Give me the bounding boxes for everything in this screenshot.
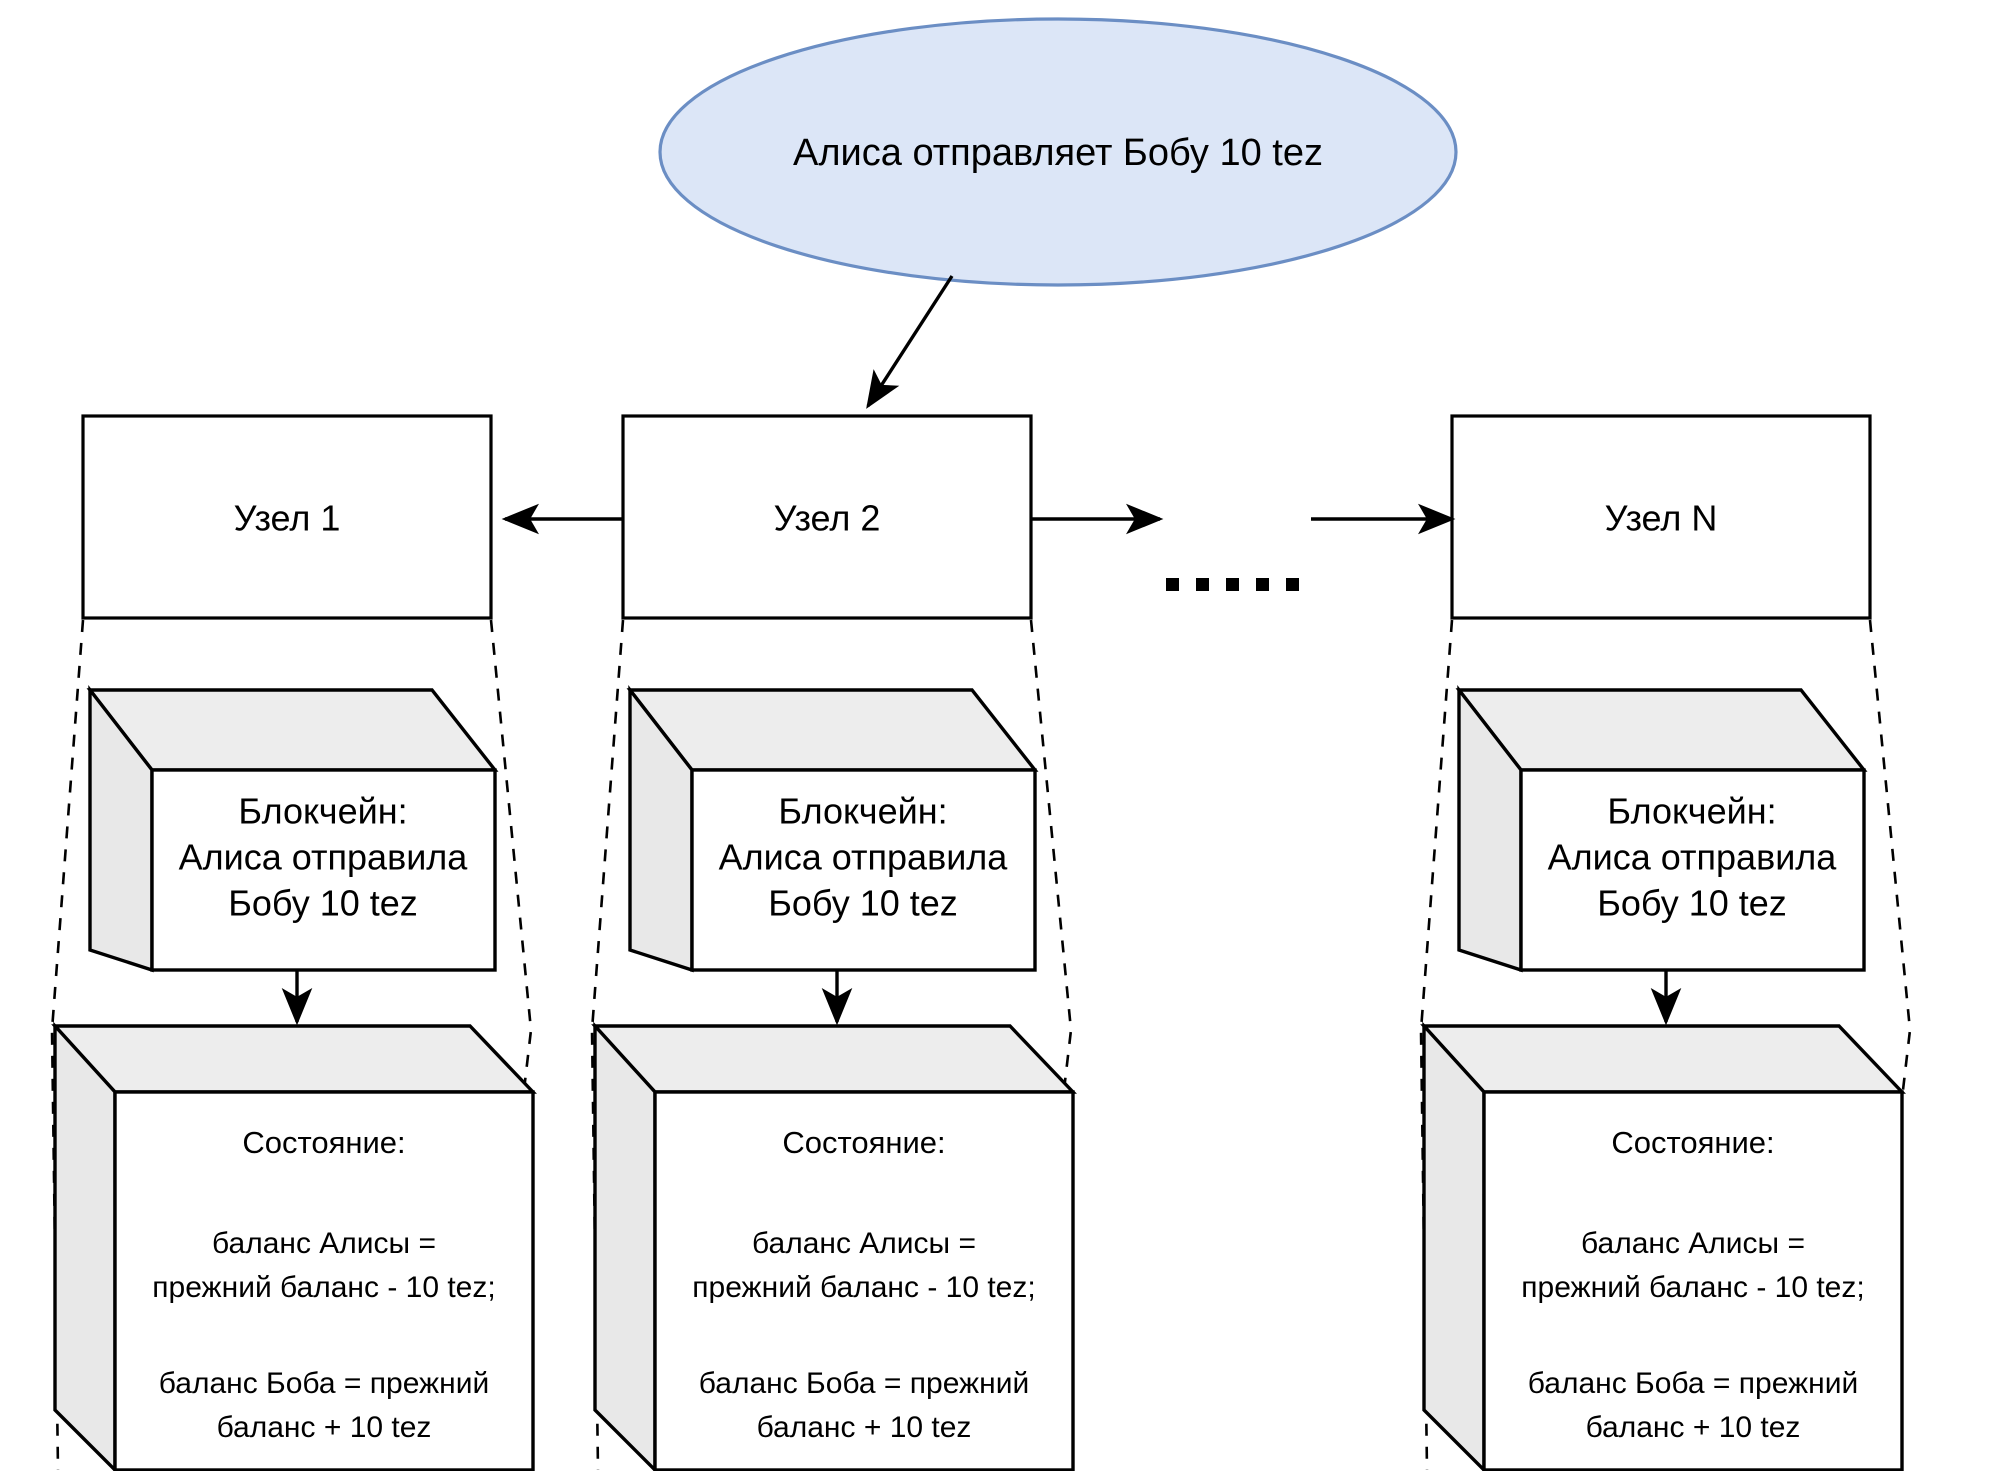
node-n-label: Узел N <box>1605 498 1718 539</box>
node-1-state-title: Состояние: <box>242 1125 405 1160</box>
node-2-state-line4: баланс + 10 tez <box>757 1411 972 1444</box>
node-n-brace-right <box>1868 619 1912 1091</box>
node-1-blockchain-cube[interactable]: Блокчейн: Алиса отправила Бобу 10 tez <box>86 685 499 973</box>
node-n-state-title: Состояние: <box>1611 1125 1774 1160</box>
node-n-state-line3: баланс Боба = прежний <box>1528 1367 1858 1400</box>
node-n-state-cube[interactable]: Состояние: баланс Алисы = прежний баланс… <box>1420 1021 1906 1471</box>
node-1-state-line2: прежний баланс - 10 tez; <box>152 1271 495 1304</box>
transaction-bubble: Алиса отправляет Бобу 10 tez <box>658 17 1458 287</box>
node-2-blockchain-line3: Бобу 10 tez <box>768 883 958 924</box>
node-1-state-line1: баланс Алисы = <box>212 1227 436 1260</box>
node-1-state-line4: баланс + 10 tez <box>217 1411 432 1444</box>
node-2-blockchain-line2: Алиса отправила <box>719 837 1009 878</box>
node-n-detail-group: Блокчейн: Алиса отправила Бобу 10 tez Со… <box>1419 619 1912 1471</box>
node-2-blockchain-line1: Блокчейн: <box>778 791 947 832</box>
node-n-state-line1: баланс Алисы = <box>1581 1227 1805 1260</box>
node-n-state-line4: баланс + 10 tez <box>1586 1411 1801 1444</box>
node-2-brace-right <box>1029 619 1073 1091</box>
node-2-label: Узел 2 <box>774 498 881 539</box>
node-1-blockchain-line1: Блокчейн: <box>238 791 407 832</box>
node-n-state-line2: прежний баланс - 10 tez; <box>1521 1271 1864 1304</box>
node-1-label: Узел 1 <box>234 498 341 539</box>
node-2-state-line2: прежний баланс - 10 tez; <box>692 1271 1035 1304</box>
node-n-blockchain-line3: Бобу 10 tez <box>1597 883 1787 924</box>
node-n-blockchain-line2: Алиса отправила <box>1548 837 1838 878</box>
node-1-detail-group: Блокчейн: Алиса отправила Бобу 10 tez Со… <box>50 619 537 1471</box>
node-n-blockchain-cube[interactable]: Блокчейн: Алиса отправила Бобу 10 tez <box>1455 685 1868 973</box>
transaction-bubble-ellipse <box>658 17 1458 287</box>
node-1-state-cube[interactable]: Состояние: баланс Алисы = прежний баланс… <box>51 1021 537 1471</box>
node-2-blockchain-cube[interactable]: Блокчейн: Алиса отправила Бобу 10 tez <box>626 685 1039 973</box>
node-n-blockchain-line1: Блокчейн: <box>1607 791 1776 832</box>
arrow-bubble-to-node2 <box>866 275 954 409</box>
node-2-state-title: Состояние: <box>782 1125 945 1160</box>
node-1-brace-right <box>489 619 533 1091</box>
node-n-box[interactable] <box>1450 414 1872 620</box>
node-2-state-cube[interactable]: Состояние: баланс Алисы = прежний баланс… <box>591 1021 1077 1471</box>
node-1-box[interactable] <box>81 414 493 620</box>
node-1-state-line3: баланс Боба = прежний <box>159 1367 489 1400</box>
node-header-group: Узел 1 Узел 2 Узел N <box>81 414 1872 620</box>
node-1-blockchain-line2: Алиса отправила <box>179 837 469 878</box>
node-2-state-line1: баланс Алисы = <box>752 1227 976 1260</box>
transaction-bubble-label: Алиса отправляет Бобу 10 tez <box>793 132 1323 174</box>
node-1-blockchain-line3: Бобу 10 tez <box>228 883 418 924</box>
node-2-detail-group: Блокчейн: Алиса отправила Бобу 10 tez Со… <box>590 619 1077 1471</box>
ellipsis-dots <box>1166 578 1299 591</box>
node-2-state-line3: баланс Боба = прежний <box>699 1367 1029 1400</box>
node-2-box[interactable] <box>621 414 1033 620</box>
